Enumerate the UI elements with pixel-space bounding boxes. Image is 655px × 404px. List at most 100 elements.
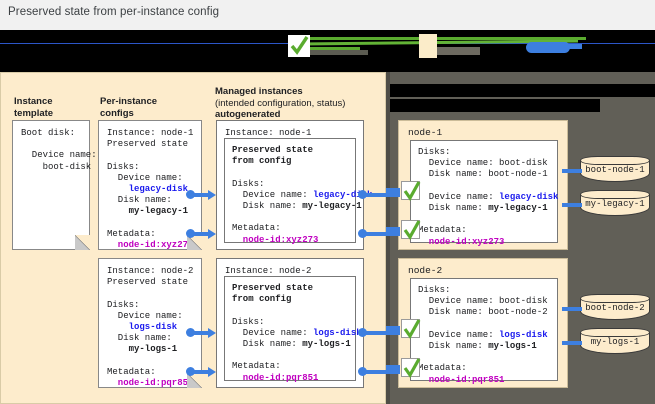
pic2-text: Instance: node-2 Preserved state Disks: … [99, 259, 201, 396]
cylinder-top [580, 190, 650, 199]
connector-line-disk [562, 203, 582, 207]
connector-arrow-icon [208, 229, 216, 239]
green-check-icon [401, 358, 421, 378]
pic2-metavalue: node-id:pqr851 [107, 378, 194, 389]
dogear-icon [75, 235, 90, 250]
connector-arrow-icon [208, 328, 216, 338]
col-mi-line1: Managed instances [215, 86, 303, 97]
disk-cylinder-boot-node-1: boot-node-1 [580, 156, 652, 183]
connector-line [364, 192, 386, 197]
col-tpl-line2: template [14, 107, 54, 119]
mi1-metalabel: Metadata: [232, 223, 281, 234]
pic1-metalabel: Metadata: [107, 228, 156, 239]
pic2-diskvalue: my-logs-1 [107, 344, 178, 355]
connector-line-disk [562, 169, 582, 173]
dogear-icon [187, 373, 202, 388]
green-check-icon [401, 319, 421, 339]
node2-dev2label: Device name: [418, 329, 500, 340]
connector-stub [386, 365, 400, 374]
diagram-canvas: Instance template Per-instance configs M… [0, 72, 655, 404]
node-1-details: Disks: Device name: boot-disk Disk name:… [410, 140, 558, 247]
pic1-devlabel: Device name: [107, 172, 183, 183]
node1-bootdisk: Disk name: boot-node-1 [418, 169, 548, 180]
node2-title: node-2 [408, 265, 443, 276]
disk-label: my-legacy-1 [585, 199, 645, 209]
node2-disks: Disks: [418, 285, 451, 295]
connector-line [364, 330, 386, 335]
mi2-pres1: Preserved state [232, 283, 314, 293]
tpl-l0: Boot disk: [21, 128, 76, 138]
mi1-metavalue: node-id:xyz273 [232, 234, 319, 245]
connector-arrow-icon [208, 190, 216, 200]
connector-line-disk [562, 307, 582, 311]
col-cfg-line2: configs [100, 107, 134, 119]
node2-metavalue: node-id:pqr851 [418, 374, 505, 385]
connector-dot [358, 229, 367, 238]
connector-line [364, 369, 386, 374]
node-2-details: Disks: Device name: boot-disk Disk name:… [410, 278, 558, 385]
connector-arrow-icon [208, 367, 216, 377]
node1-dev2label: Device name: [418, 191, 500, 202]
legend-redaction-band [0, 30, 655, 72]
pic2-disks: Disks: [107, 299, 140, 310]
connector-stub [386, 227, 400, 236]
column-header-managed-instances: Managed instances (intended configuratio… [215, 86, 345, 121]
connector-dot [358, 190, 367, 199]
pic1-devvalue: legacy-disk [107, 184, 189, 195]
disk-label: boot-node-2 [585, 303, 645, 313]
connector-line [192, 192, 210, 197]
mi1-devvalue: legacy-disk [313, 189, 373, 200]
pic1-preserved: Preserved state [107, 139, 189, 150]
right-header-redaction-line1 [390, 84, 655, 97]
node2-disk2label: Disk name: [418, 341, 489, 352]
connector-line [192, 369, 210, 374]
mi1-text: Preserved state from config Disks: Devic… [225, 139, 372, 252]
mi1-pres2: from config [232, 156, 292, 167]
pic2-devvalue: logs-disk [107, 322, 178, 333]
legend-green-rule-1 [296, 37, 586, 40]
node1-disk2value: my-legacy-1 [488, 203, 548, 214]
mi2-devlabel: Device name: [232, 327, 314, 338]
node2-dev2value: logs-disk [499, 329, 548, 340]
legend-grey-block-2 [430, 47, 480, 55]
connector-line [364, 231, 386, 236]
node1-disk2label: Disk name: [418, 203, 489, 214]
node1-metavalue: node-id:xyz273 [418, 236, 505, 247]
node2-text: Disks: Device name: boot-disk Disk name:… [411, 279, 557, 392]
disk-cylinder-my-legacy-1: my-legacy-1 [580, 190, 652, 217]
mi1-disks: Disks: [232, 178, 265, 189]
legend-grey-block-1 [308, 50, 368, 55]
per-instance-config-note-2: Instance: node-2 Preserved state Disks: … [98, 258, 202, 388]
green-check-icon [401, 220, 421, 240]
connector-dot [186, 328, 195, 337]
col-mi-line3: autogenerated [215, 109, 281, 120]
mi1-disklabel: Disk name: [232, 201, 303, 212]
legend-blue-tail [560, 44, 582, 49]
mi2-diskvalue: my-logs-1 [302, 339, 351, 350]
instance-template-note: Boot disk: Device name: boot-disk [12, 120, 97, 250]
cylinder-top [580, 156, 650, 165]
connector-line-disk [562, 341, 582, 345]
pic2-metalabel: Metadata: [107, 366, 156, 377]
legend-green-rule-3 [300, 47, 360, 50]
dogear-icon [187, 235, 202, 250]
mi1-diskvalue: my-legacy-1 [302, 201, 362, 212]
pic2-preserved: Preserved state [107, 277, 189, 288]
column-header-instance-template: Instance template [14, 96, 53, 119]
legend-blue-swatch [526, 42, 570, 53]
page-title: Preserved state from per-instance config [8, 6, 220, 18]
node1-text: Disks: Device name: boot-disk Disk name:… [411, 141, 558, 254]
col-tpl-line1: Instance [14, 96, 53, 107]
mi1-instance: Instance: node-1 [225, 128, 312, 138]
connector-dot [186, 367, 195, 376]
managed-instance-inner-1: Preserved state from config Disks: Devic… [224, 138, 372, 245]
mi2-metalabel: Metadata: [232, 361, 281, 372]
connector-dot [186, 229, 195, 238]
node1-disks: Disks: [418, 147, 451, 157]
pic1-diskvalue: my-legacy-1 [107, 206, 189, 217]
tpl-l3: boot-disk [21, 161, 92, 172]
disk-label: my-logs-1 [590, 337, 640, 347]
node1-bootdev: Device name: boot-disk [418, 158, 548, 169]
green-check-icon [288, 35, 310, 57]
pic1-disks: Disks: [107, 161, 140, 172]
